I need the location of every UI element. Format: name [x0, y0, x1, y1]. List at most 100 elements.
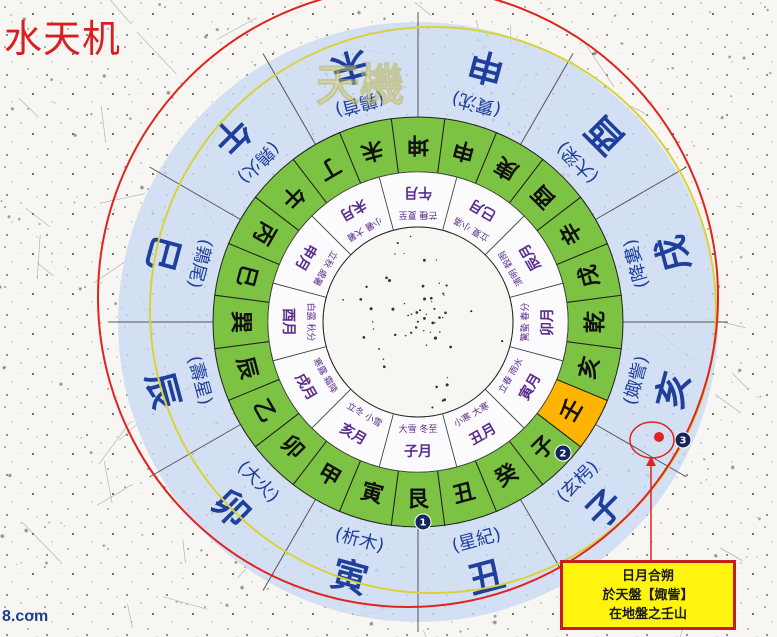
star-dot: [48, 521, 51, 524]
constellation-line: [714, 394, 742, 414]
star-dot: [652, 58, 655, 61]
star-dot: [78, 287, 82, 291]
star-dot: [139, 185, 145, 190]
star-dot: [720, 115, 724, 120]
star-dot: [89, 450, 93, 455]
solar-terms: 驚蟄 春分: [519, 303, 531, 342]
star-dot: [128, 93, 131, 96]
star-dot: [9, 13, 13, 16]
center-star: [501, 339, 504, 343]
star-dot: [766, 8, 769, 12]
center-star: [433, 307, 436, 311]
mountain-ring: 艮丑癸子壬亥乾戌辛酉庚申坤未丁午丙巳巽辰乙卯甲寅: [212, 116, 624, 528]
star-dot: [166, 90, 171, 95]
center-star: [433, 336, 438, 340]
star-dot: [0, 534, 5, 539]
star-dot: [737, 368, 742, 373]
star-dot: [702, 458, 706, 461]
outer-ring-divider: [149, 424, 241, 478]
star-dot: [720, 418, 723, 421]
page-title: 水天机: [4, 17, 122, 61]
solar-terms: 白露 秋分: [305, 303, 317, 342]
star-dot: [493, 614, 497, 618]
star-dot: [141, 533, 144, 537]
constellation-line: [25, 207, 50, 227]
center-star: [371, 321, 374, 323]
star-dot: [200, 549, 203, 552]
center-star: [429, 331, 432, 333]
star-dot: [713, 553, 718, 558]
constellation-line: [109, 0, 132, 25]
center-star: [359, 297, 363, 301]
constellation-line: [217, 17, 258, 40]
annotations: 123: [414, 421, 692, 560]
star-dot: [592, 51, 598, 56]
star-dot: [175, 600, 178, 604]
center-star: [444, 311, 447, 315]
center-star: [394, 253, 396, 255]
center-star: [409, 235, 412, 238]
callout-line-1: 日月合朔: [621, 568, 674, 584]
solar-terms: 大雪 冬至: [399, 423, 438, 435]
star-dot: [730, 465, 735, 470]
star-dot: [247, 17, 250, 20]
banner-text: 天機: [316, 60, 404, 111]
star-dot: [22, 17, 27, 22]
center-star: [438, 282, 440, 285]
center-star: [425, 313, 428, 315]
mountain-label: 乾: [583, 311, 609, 333]
star-dot: [185, 603, 188, 606]
star-dot: [94, 206, 96, 209]
center-star: [442, 292, 445, 295]
center-star: [431, 321, 435, 325]
marker-number: 2: [560, 449, 567, 460]
star-dot: [705, 478, 708, 481]
mountain-label: 坤: [407, 132, 429, 157]
star-dot: [128, 117, 132, 120]
center-star: [362, 335, 366, 339]
center-star: [404, 334, 407, 337]
center-star: [391, 307, 395, 311]
star-dot: [157, 2, 162, 7]
center-star: [422, 329, 425, 332]
center-star: [378, 347, 381, 350]
center-star: [429, 296, 433, 300]
constellation-line: [720, 547, 743, 561]
month-name: 酉月: [280, 308, 296, 336]
star-dot: [38, 222, 41, 226]
mountain-label: 艮: [407, 488, 430, 513]
star-dot: [114, 302, 118, 306]
callout-line-2: 於天盤【娵訾】: [602, 587, 694, 603]
star-dot: [369, 621, 374, 626]
outer-ring-divider: [262, 53, 316, 145]
star-dot: [24, 528, 29, 533]
star-dot: [225, 603, 229, 608]
center-star: [396, 241, 399, 245]
conjunction-callout: 日月合朔 於天盤【娵訾】 在地盤之壬山: [560, 560, 736, 630]
center-star: [421, 284, 425, 288]
center-star: [439, 331, 441, 333]
star-dot: [80, 436, 83, 439]
center-star: [407, 314, 409, 317]
center-star: [423, 297, 427, 301]
constellation-line: [127, 603, 133, 628]
month-name: 午月: [404, 184, 432, 201]
star-dot: [730, 94, 733, 98]
star-dot: [757, 517, 761, 521]
center-star-field: [322, 226, 514, 418]
center-star: [449, 345, 453, 349]
constellation-line: [423, 630, 427, 637]
star-dot: [113, 208, 116, 211]
center-star: [422, 258, 426, 262]
star-dot: [357, 10, 361, 15]
center-star: [393, 333, 397, 337]
star-dot: [63, 525, 66, 527]
numbered-marker: [674, 431, 692, 449]
star-dot: [102, 74, 107, 78]
red-orbit: [97, 0, 719, 608]
center-star: [443, 294, 445, 296]
star-dot: [215, 27, 220, 32]
center-star: [382, 358, 385, 360]
center-star: [445, 284, 448, 287]
